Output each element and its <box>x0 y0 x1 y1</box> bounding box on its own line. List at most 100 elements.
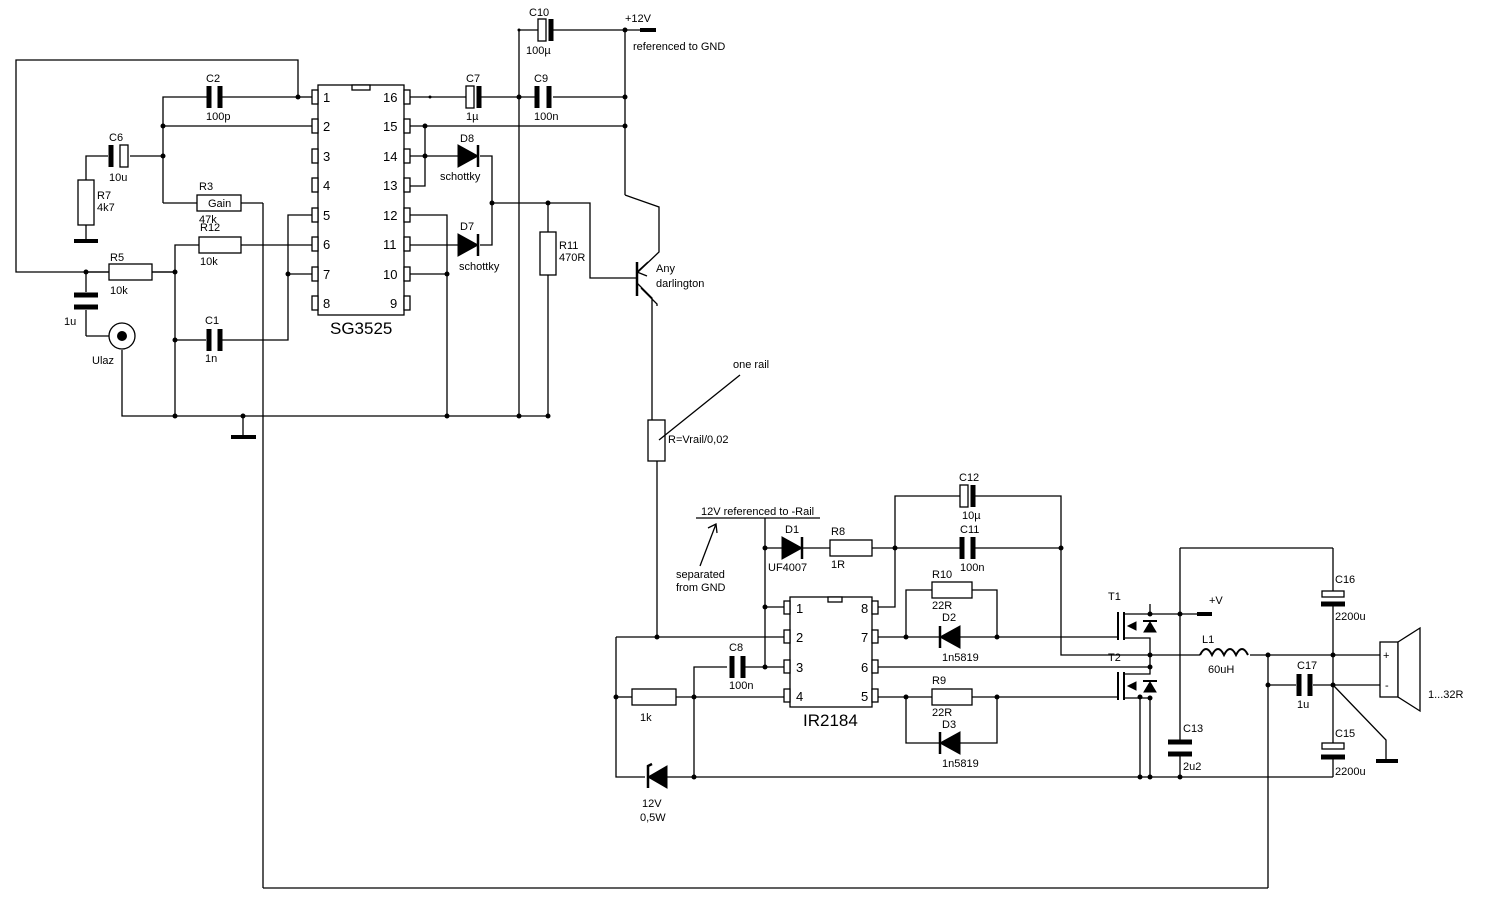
capacitor-c12: C12 10µ <box>959 472 981 522</box>
svg-text:10k: 10k <box>200 256 218 268</box>
ir-pin-3: 3 <box>796 660 803 675</box>
potentiometer-r3: Gain R3 47k <box>196 181 242 226</box>
resistor-r12: R12 10k <box>198 222 242 268</box>
mosfet-t2: T2 <box>1108 652 1121 664</box>
sg3525-right-wiring <box>410 29 660 416</box>
svg-text:R5: R5 <box>110 252 124 264</box>
svg-text:R=Vrail/0,02: R=Vrail/0,02 <box>668 434 728 446</box>
svg-text:T2: T2 <box>1108 652 1121 664</box>
svg-text:0,5W: 0,5W <box>640 812 666 824</box>
sg-pin-13: 13 <box>383 178 397 193</box>
capacitor-c1: C1 1n <box>205 315 223 365</box>
diode-d8: D8 schottky <box>440 133 481 183</box>
svg-text:10µ: 10µ <box>962 510 981 522</box>
resistor-rail: one rail R=Vrail/0,02 <box>647 359 769 637</box>
svg-text:C13: C13 <box>1183 723 1203 735</box>
sg-pin-15: 15 <box>383 119 397 134</box>
sg-pin-6: 6 <box>323 237 330 252</box>
capacitor-c8: C8 100n <box>729 642 753 692</box>
capacitor-c9: C9 100n <box>534 73 558 123</box>
sg-pin-16: 16 <box>383 90 397 105</box>
svg-text:100p: 100p <box>206 111 230 123</box>
svg-text:T1: T1 <box>1108 591 1121 603</box>
svg-text:darlington: darlington <box>656 278 704 290</box>
ir2184-label: IR2184 <box>803 711 858 730</box>
sg-pin-10: 10 <box>383 267 397 282</box>
svg-text:1R: 1R <box>831 559 845 571</box>
capacitor-c13: C13 2u2 <box>1168 723 1203 773</box>
svg-text:Gain: Gain <box>208 198 231 210</box>
supply-12v: +12V referenced to GND <box>625 13 725 53</box>
svg-text:C9: C9 <box>534 73 548 85</box>
resistor-r5: R5 10k <box>108 252 153 297</box>
svg-text:1n: 1n <box>205 353 217 365</box>
svg-text:+V: +V <box>1209 595 1223 607</box>
svg-text:100n: 100n <box>729 680 753 692</box>
svg-text:12V: 12V <box>642 798 662 810</box>
sg3525-label: SG3525 <box>330 319 392 338</box>
svg-text:+12V: +12V <box>625 13 652 25</box>
svg-text:10u: 10u <box>109 172 127 184</box>
capacitor-input-1u: 1u <box>64 292 98 328</box>
svg-text:separated: separated <box>676 569 725 581</box>
svg-text:2200u: 2200u <box>1335 766 1366 778</box>
svg-text:1n5819: 1n5819 <box>942 652 979 664</box>
svg-text:D3: D3 <box>942 719 956 731</box>
capacitor-c2: C2 100p <box>206 73 230 123</box>
sg3525-left-wiring <box>15 59 548 888</box>
sg-pin-9: 9 <box>390 296 397 311</box>
svg-text:47k: 47k <box>199 214 217 226</box>
svg-text:one rail: one rail <box>733 359 769 371</box>
svg-text:R8: R8 <box>831 526 845 538</box>
diode-d1: D1 UF4007 <box>768 524 807 574</box>
ir2184-pin-numbers: 1 2 3 4 8 7 6 5 <box>796 601 868 704</box>
resistor-r7: R7 4k7 <box>77 179 115 226</box>
output-junction-dots <box>1137 611 1336 780</box>
capacitor-c16: C16 2200u <box>1321 574 1366 623</box>
darlington-transistor: Any darlington <box>635 261 704 420</box>
capacitor-c15: C15 2200u <box>1321 728 1366 778</box>
svg-text:UF4007: UF4007 <box>768 562 807 574</box>
sg-pin-1: 1 <box>323 90 330 105</box>
ir-pin-5: 5 <box>861 689 868 704</box>
ir-pin-8: 8 <box>861 601 868 616</box>
svg-text:D2: D2 <box>942 612 956 624</box>
svg-text:22R: 22R <box>932 600 952 612</box>
svg-text:D8: D8 <box>460 133 474 145</box>
svg-text:L1: L1 <box>1202 634 1214 646</box>
svg-text:2u2: 2u2 <box>1183 761 1201 773</box>
svg-text:C17: C17 <box>1297 660 1317 672</box>
svg-text:D1: D1 <box>785 524 799 536</box>
svg-text:1n5819: 1n5819 <box>942 758 979 770</box>
ir-pin-4: 4 <box>796 689 803 704</box>
supply-note-12v-rail: 12V referenced to -Rail separated from G… <box>676 506 820 594</box>
ir-pin-6: 6 <box>861 660 868 675</box>
svg-text:referenced to GND: referenced to GND <box>633 41 725 53</box>
svg-text:100µ: 100µ <box>526 45 551 57</box>
svg-text:100n: 100n <box>960 562 984 574</box>
svg-text:R11: R11 <box>559 240 578 252</box>
svg-text:schottky: schottky <box>440 171 481 183</box>
svg-text:D7: D7 <box>460 221 474 233</box>
svg-text:1u: 1u <box>64 316 76 328</box>
svg-text:+: + <box>1383 650 1389 662</box>
sg3525-pin-numbers: 1 2 3 4 5 6 7 8 16 15 14 13 12 11 10 9 <box>323 90 397 311</box>
capacitor-c17: C17 1u <box>1296 660 1317 711</box>
ir-pin-2: 2 <box>796 630 803 645</box>
capacitor-c10: C10 100µ <box>526 7 554 57</box>
svg-text:4k7: 4k7 <box>97 202 115 214</box>
svg-text:R9: R9 <box>932 675 946 687</box>
speaker: + - 1...32R <box>1379 626 1464 713</box>
resistor-r11: R11 470R <box>539 231 585 276</box>
sg3525-right-junction-dots <box>422 27 628 277</box>
svg-text:C16: C16 <box>1335 574 1355 586</box>
svg-text:1k: 1k <box>640 712 652 724</box>
svg-text:22R: 22R <box>932 707 952 719</box>
svg-text:C7: C7 <box>466 73 480 85</box>
resistor-r9: R9 22R <box>931 675 973 719</box>
sg3525-pin-boxes <box>311 89 411 311</box>
capacitor-c6: C6 10u <box>108 132 129 184</box>
svg-text:R7: R7 <box>97 190 111 202</box>
svg-text:12V referenced to -Rail: 12V referenced to -Rail <box>701 506 814 518</box>
